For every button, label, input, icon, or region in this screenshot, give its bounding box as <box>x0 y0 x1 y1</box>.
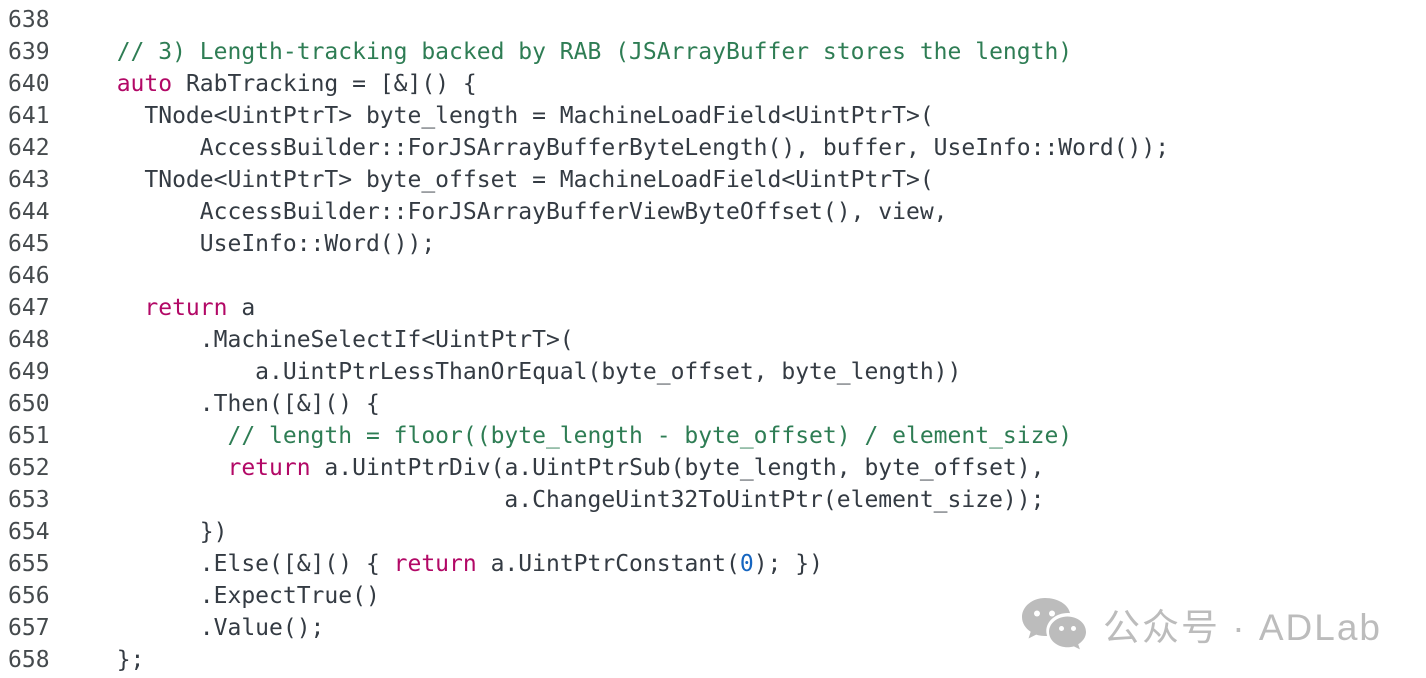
line-number: 647 <box>8 295 50 321</box>
code-line: 657 .Value(); <box>0 612 1426 644</box>
watermark: 公众号 · ADLab <box>1021 596 1382 652</box>
code-line: 639 // 3) Length-tracking backed by RAB … <box>0 36 1426 68</box>
code-line: 656 .ExpectTrue() <box>0 580 1426 612</box>
code-text: // 3) Length-tracking backed by RAB (JSA… <box>89 39 1073 65</box>
code-line: 640 auto RabTracking = [&]() { <box>0 68 1426 100</box>
code-line: 644 AccessBuilder::ForJSArrayBufferViewB… <box>0 196 1426 228</box>
line-number: 640 <box>8 71 50 97</box>
code-text: }) <box>89 519 228 545</box>
code-line: 650 .Then([&]() { <box>0 388 1426 420</box>
line-number: 642 <box>8 135 50 161</box>
line-number: 658 <box>8 647 50 673</box>
code-text: UseInfo::Word()); <box>89 231 436 257</box>
line-number: 652 <box>8 455 50 481</box>
code-line: 645 UseInfo::Word()); <box>0 228 1426 260</box>
line-number: 656 <box>8 583 50 609</box>
line-number: 650 <box>8 391 50 417</box>
line-number: 645 <box>8 231 50 257</box>
code-text: .Else([&]() { return a.UintPtrConstant(0… <box>89 551 823 577</box>
code-line: 643 TNode<UintPtrT> byte_offset = Machin… <box>0 164 1426 196</box>
code-line: 638 <box>0 4 1426 36</box>
code-text: auto RabTracking = [&]() { <box>116 71 477 97</box>
line-number: 654 <box>8 519 50 545</box>
code-line: 658 }; <box>0 644 1426 676</box>
code-text: a.ChangeUint32ToUintPtr(element_size)); <box>89 487 1045 513</box>
code-line: 648 .MachineSelectIf<UintPtrT>( <box>0 324 1426 356</box>
line-number: 638 <box>8 7 50 33</box>
code-line: 653 a.ChangeUint32ToUintPtr(element_size… <box>0 484 1426 516</box>
code-text: TNode<UintPtrT> byte_length = MachineLoa… <box>89 103 934 129</box>
code-text: .Value(); <box>89 615 325 641</box>
code-text: .Then([&]() { <box>89 391 380 417</box>
line-number: 643 <box>8 167 50 193</box>
line-number: 648 <box>8 327 50 353</box>
line-number: 639 <box>8 39 50 65</box>
code-line: 652 return a.UintPtrDiv(a.UintPtrSub(byt… <box>0 452 1426 484</box>
line-number: 646 <box>8 263 50 289</box>
watermark-text: 公众号 · ADLab <box>1102 607 1382 648</box>
line-number: 649 <box>8 359 50 385</box>
line-number: 651 <box>8 423 50 449</box>
code-text: AccessBuilder::ForJSArrayBufferViewByteO… <box>89 199 948 225</box>
code-text: .MachineSelectIf<UintPtrT>( <box>89 327 574 353</box>
line-number: 653 <box>8 487 50 513</box>
code-line: 642 AccessBuilder::ForJSArrayBufferByteL… <box>0 132 1426 164</box>
line-number: 641 <box>8 103 50 129</box>
code-line: 647 return a <box>0 292 1426 324</box>
code-text: a.UintPtrLessThanOrEqual(byte_offset, by… <box>89 359 962 385</box>
code-line: 651 // length = floor((byte_length - byt… <box>0 420 1426 452</box>
line-number: 657 <box>8 615 50 641</box>
code-text: }; <box>89 647 145 673</box>
code-line: 649 a.UintPtrLessThanOrEqual(byte_offset… <box>0 356 1426 388</box>
code-line: 646 <box>0 260 1426 292</box>
code-text: TNode<UintPtrT> byte_offset = MachineLoa… <box>89 167 934 193</box>
code-line: 654 }) <box>0 516 1426 548</box>
code-line: 655 .Else([&]() { return a.UintPtrConsta… <box>0 548 1426 580</box>
code-text: // length = floor((byte_length - byte_of… <box>89 423 1073 449</box>
line-number: 655 <box>8 551 50 577</box>
code-text: return a <box>144 295 256 321</box>
code-line: 641 TNode<UintPtrT> byte_length = Machin… <box>0 100 1426 132</box>
code-text: .ExpectTrue() <box>89 583 380 609</box>
line-number: 644 <box>8 199 50 225</box>
wechat-icon <box>1021 596 1087 652</box>
code-text: AccessBuilder::ForJSArrayBufferByteLengt… <box>89 135 1170 161</box>
code-text: return a.UintPtrDiv(a.UintPtrSub(byte_le… <box>227 455 1045 481</box>
